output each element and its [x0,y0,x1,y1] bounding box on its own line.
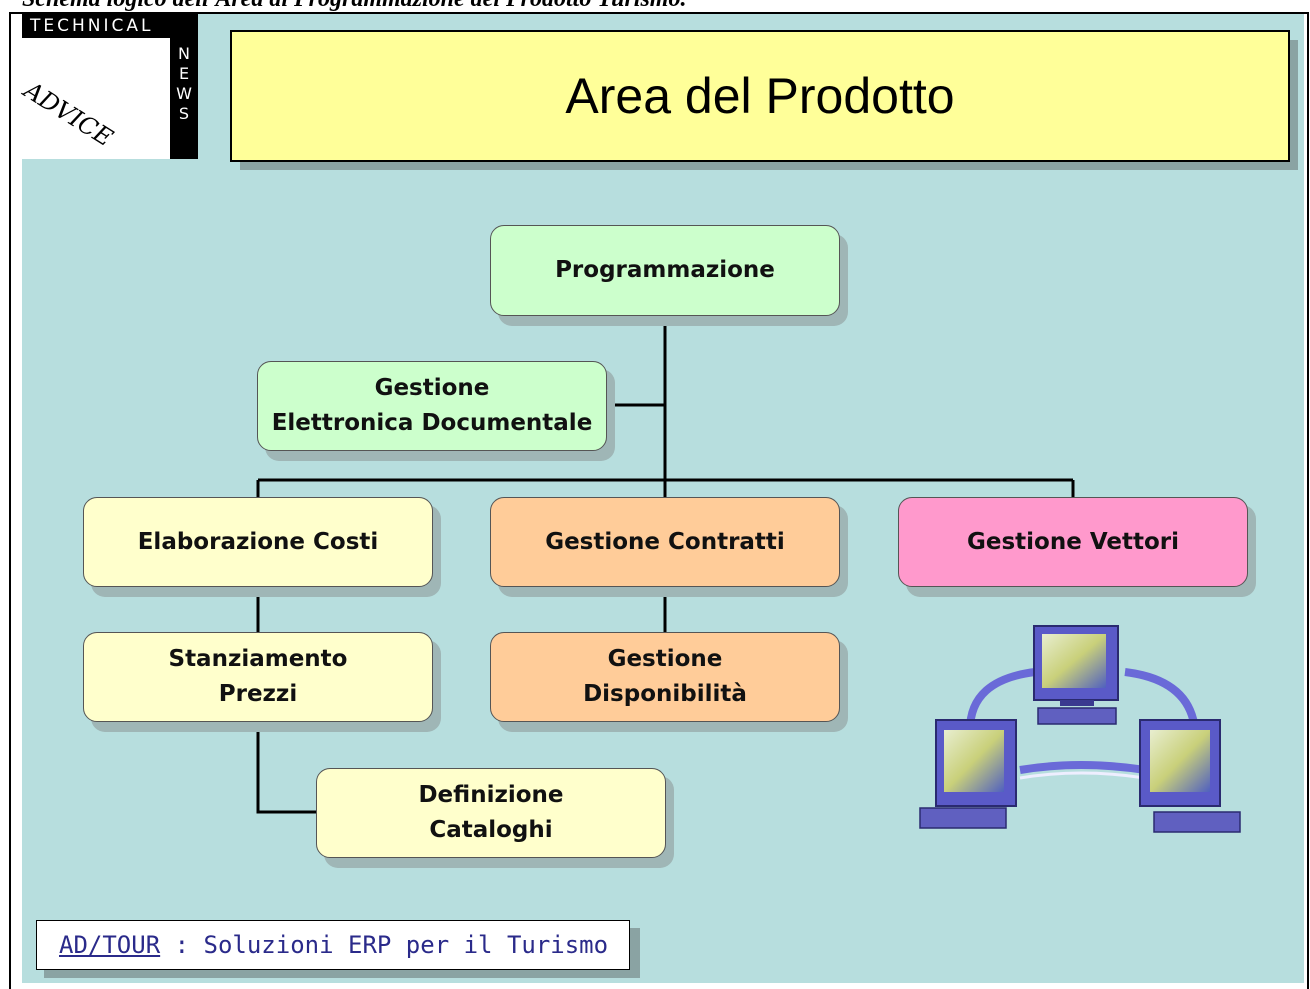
logo-side-letter: N [178,44,190,63]
node-label-line: Definizione [418,782,564,808]
node-label-line: Cataloghi [429,817,553,843]
node-definizione-cataloghi: Definizione Cataloghi [316,768,666,858]
node-label: Gestione Contratti [545,528,785,555]
node-label: Programmazione [555,257,775,283]
node-label-line: Prezzi [218,681,298,707]
footer-banner: AD/TOUR : Soluzioni ERP per il Turismo [36,920,630,970]
node-label-line: Disponibilità [583,681,747,707]
node-stanziamento-prezzi: Stanziamento Prezzi [83,632,433,722]
node-programmazione: Programmazione [490,225,840,316]
logo-top-text: TECHNICAL [22,14,198,38]
logo-side-text: N E W S [170,38,198,159]
node-label-line: Gestione [607,646,723,672]
node-label-line: Stanziamento [168,646,348,672]
footer-brand: AD/TOUR [59,931,161,959]
logo-side-letter: W [176,84,192,103]
logo-side-letter: E [178,64,190,83]
title-banner: Area del Prodotto [230,30,1290,162]
figure-caption: Schema logico dell'Area di Programmazion… [22,0,686,13]
footer-text: : Soluzioni ERP per il Turismo [160,931,609,959]
network-computers-icon [919,625,1241,833]
node-gestione-contratti: Gestione Contratti [490,497,840,587]
node-label-line: Elettronica Documentale [271,410,593,436]
page-title: Area del Prodotto [565,68,955,124]
node-label: Gestione Vettori [967,528,1179,555]
node-elaborazione-costi: Elaborazione Costi [83,497,433,587]
node-gestione-elettronica-documentale: Gestione Elettronica Documentale [257,361,607,451]
connector-cataloghi [256,722,316,814]
technical-advice-news-logo: TECHNICAL N E W S ADVICE [19,14,198,159]
node-label-line: Gestione [374,375,490,401]
node-label: Elaborazione Costi [137,528,379,555]
node-gestione-vettori: Gestione Vettori [898,497,1248,587]
node-gestione-disponibilita: Gestione Disponibilità [490,632,840,722]
logo-side-letter: S [178,104,190,123]
